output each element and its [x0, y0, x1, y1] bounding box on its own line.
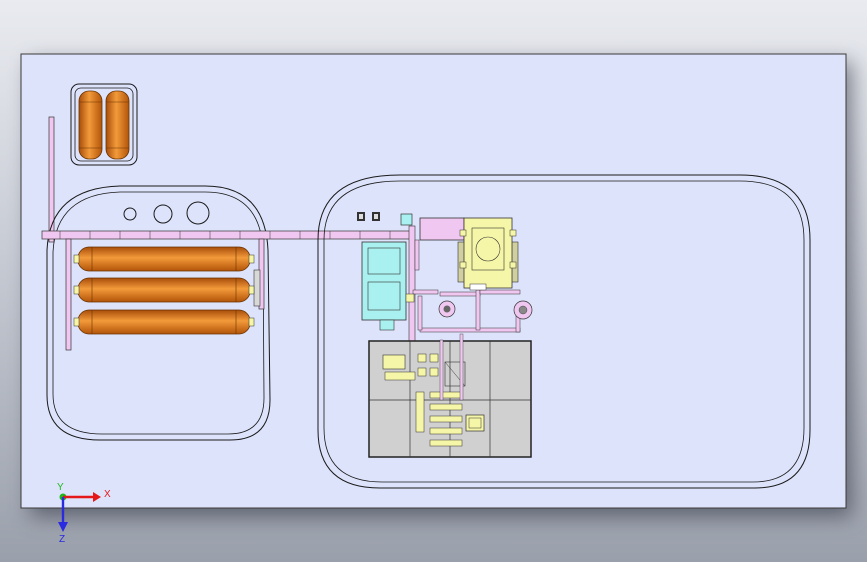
sensor-pair[interactable] [357, 212, 380, 221]
cyan-unit[interactable] [361, 241, 407, 331]
valve-block[interactable] [400, 213, 413, 226]
supply-box[interactable] [419, 217, 465, 241]
vertical-pipe[interactable] [48, 116, 55, 243]
port-small[interactable] [123, 207, 137, 221]
coordinate-triad: X Y Z [57, 482, 111, 545]
tank-rack-vertical[interactable] [70, 83, 138, 166]
triad-z-label: Z [59, 534, 65, 545]
pump-left[interactable] [438, 300, 456, 318]
tank-rack-horizontal[interactable] [73, 246, 255, 335]
riser-pipes[interactable] [405, 225, 521, 342]
triad-x-label: X [104, 489, 111, 500]
yellow-compressor[interactable] [457, 217, 519, 291]
left-compartment-inner [52, 191, 265, 435]
triad-y-label: Y [57, 482, 64, 493]
port-medium[interactable] [153, 204, 173, 224]
right-compartment [317, 174, 811, 489]
pump-right[interactable] [513, 300, 533, 320]
control-cabinet[interactable] [368, 333, 532, 458]
left-compartment [46, 185, 271, 441]
port-large[interactable] [186, 201, 210, 225]
right-compartment-inner [323, 180, 805, 483]
